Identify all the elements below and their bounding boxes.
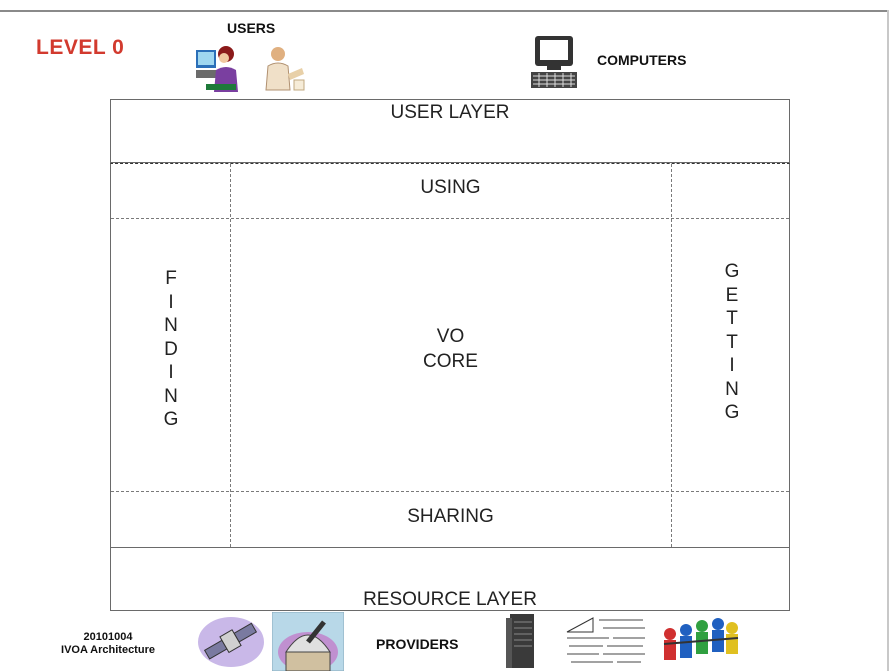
- resource-layer: [110, 547, 790, 611]
- getting-label: G E T T I N G: [724, 261, 740, 423]
- providers-label: PROVIDERS: [376, 636, 459, 652]
- vo-core-container: [110, 163, 790, 547]
- vo-core-label: VO CORE: [423, 326, 478, 372]
- computer-icon: [531, 36, 577, 88]
- getting-divider: [671, 164, 672, 547]
- resource-layer-label: RESOURCE LAYER: [363, 589, 537, 610]
- equations-icon: [563, 612, 649, 670]
- footer-caption: 20101004 IVOA Architecture: [40, 631, 176, 657]
- finding-divider: [230, 164, 231, 547]
- using-divider: [111, 218, 789, 219]
- server-icon: [506, 614, 534, 668]
- footer-date: 20101004: [83, 631, 133, 643]
- computers-label: COMPUTERS: [597, 52, 687, 68]
- level-title: LEVEL 0: [36, 36, 125, 59]
- scientist-icon: [265, 47, 305, 91]
- finding-label: F I N D I N G: [163, 268, 179, 430]
- sharing-label: SHARING: [407, 506, 494, 527]
- user-at-computer-icon: [196, 46, 238, 92]
- people-network-icon: [663, 618, 739, 660]
- top-border: [0, 10, 889, 12]
- user-layer-label: USER LAYER: [390, 102, 510, 123]
- users-label: USERS: [227, 20, 276, 36]
- using-label: USING: [420, 177, 481, 198]
- observatory-icon: [272, 612, 344, 671]
- sharing-divider: [111, 491, 789, 492]
- satellite-icon: [198, 617, 264, 667]
- right-border: [887, 10, 889, 671]
- user-layer: [110, 99, 790, 163]
- footer-title: IVOA Architecture: [61, 644, 155, 656]
